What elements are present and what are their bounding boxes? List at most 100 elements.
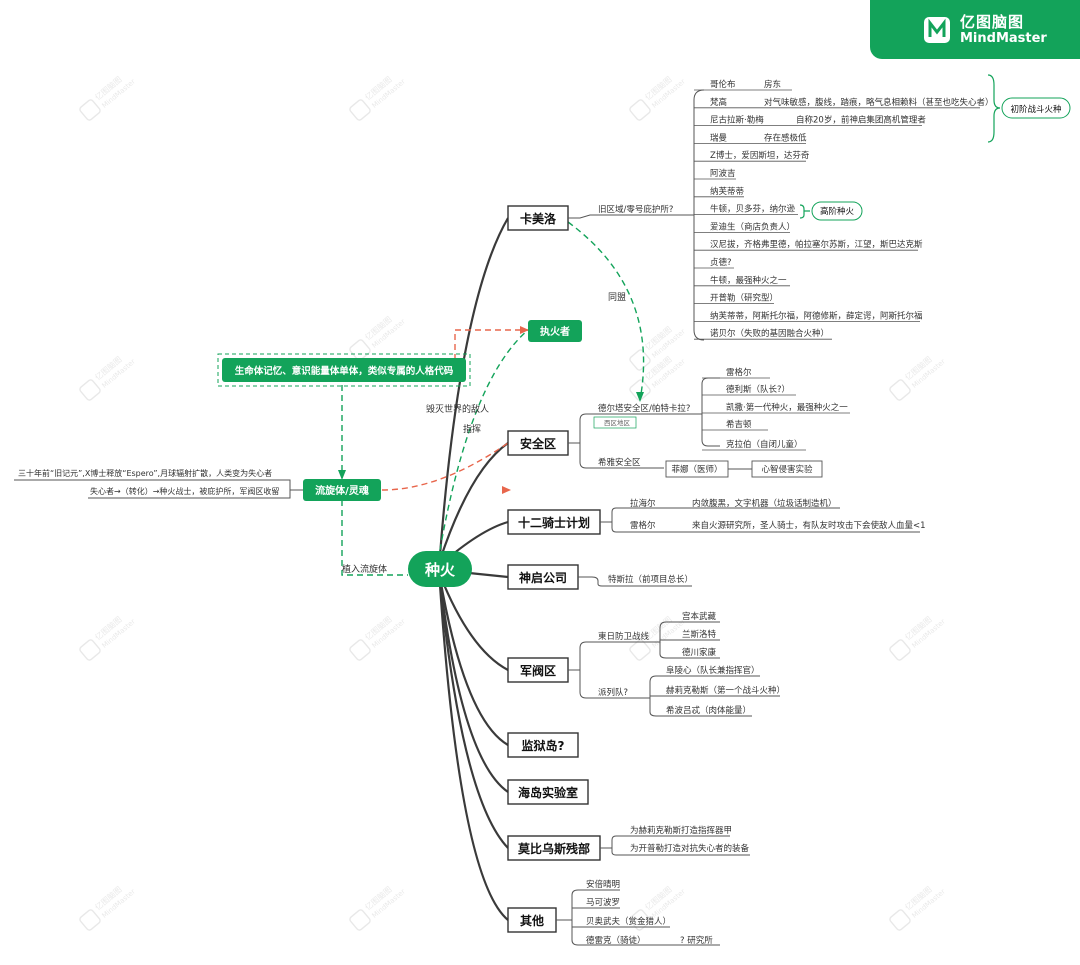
kameiluo-item-desc: 存在感极低	[764, 132, 807, 143]
anquan-item-label: 克拉伯（自闭儿童）	[726, 439, 803, 450]
kameiluo-item-name: 阿波吉	[710, 168, 736, 179]
watermark-icon	[349, 99, 371, 121]
anquan-arrowhead	[502, 486, 511, 494]
tag-chujie-label: 初阶战斗火种	[1010, 104, 1061, 115]
shengming-node-label: 生命体记忆、意识能量体单体，类似专属的人格代码	[235, 365, 454, 377]
watermark-icon	[629, 349, 651, 371]
tag-chujie[interactable]	[1001, 97, 1071, 119]
branch-junfa[interactable]	[507, 657, 569, 683]
branch-shenqi-label: 神启公司	[519, 570, 567, 585]
kameiluo-item-name: 梵高	[710, 97, 727, 108]
branch-qishi-label: 十二骑士计划	[518, 515, 590, 530]
kameiluo-item-name: 尼古拉斯·勒梅	[710, 115, 764, 126]
branch-qishi[interactable]	[507, 509, 601, 535]
edge-label-zhiru: 植入流旋体	[342, 563, 387, 575]
edge-label-huimie: 毁灭世界的敌人	[426, 403, 489, 415]
branch-jianyu[interactable]	[507, 732, 579, 758]
center-node-label: 种火	[424, 561, 456, 579]
anquan-sub1-trunk	[701, 377, 720, 447]
anquan-sub2-item2[interactable]	[751, 460, 823, 478]
watermark-icon	[629, 639, 651, 661]
junfa-items: 宫本武藏兰斯洛特德川家康阜陵心（队长兼指挥官）赫莉克勒斯（第一个战斗火种）希波吕…	[666, 611, 785, 716]
branch-anquanqu[interactable]	[507, 430, 569, 456]
qita-item: 贝奥武夫（赏金猎人）	[586, 916, 671, 927]
junfa-sub2-label: 派列队?	[598, 687, 628, 698]
watermark-icon	[629, 909, 651, 931]
liuxuan-arrowhead	[338, 470, 346, 480]
zhihuo-arrowhead	[520, 326, 529, 334]
shenqi-item-label: 特斯拉（前项目总长）	[608, 574, 693, 585]
kameiluo-item-name: 瑞曼	[710, 132, 728, 143]
kameiluo-sub-line	[568, 214, 694, 219]
anquan-sub1-label: 德尔塔安全区/帕特卡拉?	[598, 403, 690, 414]
liuxuan-left-note-2: 失心者→（转化）→种火战士，被庇护所，军阀区收留	[90, 486, 279, 496]
edge-label-tongmeng: 同盟	[608, 292, 626, 303]
edge-label-zhiyin: 指挥	[463, 423, 481, 435]
mobi-item-1: 为赫莉克勒斯打造指挥器甲	[630, 825, 732, 836]
alliance-arrowhead	[636, 392, 644, 402]
anquan-sub2-item2-label: 心智侵害实验	[761, 464, 813, 475]
zhihuo-node-label: 执火者	[540, 325, 570, 338]
watermark-icon	[889, 909, 911, 931]
kameiluo-item-name: Z博士，爱因斯坦，达芬奇	[710, 150, 810, 161]
zhihuo-node[interactable]	[528, 320, 582, 342]
dashed-connectors	[341, 221, 645, 576]
junfa-sub1-item: 德川家康	[682, 647, 717, 658]
anquan-item-label: 希吉顿	[726, 419, 752, 430]
branch-qita[interactable]	[507, 907, 557, 933]
liuxuan-node[interactable]	[303, 479, 381, 501]
anquan-item-label: 凯撒·第一代种火，最强种火之一	[726, 402, 848, 413]
logo-text-cn: 亿图脑图	[960, 13, 1025, 31]
junfa-sub1-item: 兰斯洛特	[682, 629, 717, 640]
qishi-item-2-desc: 来自火源研究所，圣人骑士，有队友时攻击下会使敌人血量<1	[692, 520, 926, 531]
shengming-frame	[217, 353, 471, 387]
liuxuan-node-label: 流旋体/灵魂	[315, 484, 369, 497]
branch-anquanqu-label: 安全区	[520, 436, 556, 451]
kameiluo-item-name: 纳芙蒂蒂	[710, 186, 745, 197]
anquan-sub1-tag-label: 西区地区	[604, 418, 631, 427]
kameiluo-item-name: 牛顿，最强种火之一	[710, 275, 787, 286]
shenqi-line	[578, 576, 692, 587]
qita-trunk	[556, 889, 720, 946]
tag-gaojie[interactable]	[811, 201, 863, 221]
mobi-trunk	[600, 835, 750, 856]
junfa-sub2-item: 阜陵心（队长兼指挥官）	[666, 665, 760, 676]
anquan-sub2-item-label: 菲娜（医师）	[671, 464, 722, 475]
kameiluo-item-name: 开普勒（研究型）	[710, 293, 778, 304]
watermark-icon	[79, 99, 101, 121]
kameiluo-item-desc: 对气味敏感，腹线，踏痕，略气息相赖料（甚至也吃失心者）	[764, 97, 994, 108]
branch-haidao[interactable]	[507, 779, 589, 805]
junfa-sub2-trunk	[649, 675, 780, 717]
shengming-node[interactable]	[222, 358, 466, 382]
liuxuan-to-center	[341, 500, 408, 576]
tag2-brace	[799, 204, 810, 219]
junfa-trunk	[568, 641, 660, 699]
junfa-sub2-item: 赫莉克勒斯（第一个战斗火种）	[666, 685, 785, 696]
kameiluo-item-name: 纳芙蒂蒂，阿斯托尔福，阿德修斯，薛定谔，阿斯托尔福	[710, 310, 923, 321]
branch-qita-label: 其他	[520, 913, 544, 928]
watermark-icon	[79, 639, 101, 661]
watermark-icon	[79, 909, 101, 931]
junfa-sub1-trunk	[659, 621, 720, 659]
liuxuan-left-note-1: 三十年前“旧记元”,X博士释放“Espero”,月球辐射扩散，人类变为失心者	[18, 468, 272, 478]
watermark-icon	[349, 639, 371, 661]
branch-mobi-label: 莫比乌斯残部	[518, 841, 590, 856]
anquan-item-label: 德利斯（队长?）	[726, 384, 790, 395]
watermark-icon	[889, 379, 911, 401]
qita-item: 安倍晴明	[586, 879, 620, 890]
mindmaster-logo: 亿图脑图 MindMaster	[870, 0, 1080, 59]
anquan-sub2-label: 希雅安全区	[598, 457, 641, 468]
center-node[interactable]	[408, 551, 472, 587]
zhihuo-link	[439, 329, 529, 551]
